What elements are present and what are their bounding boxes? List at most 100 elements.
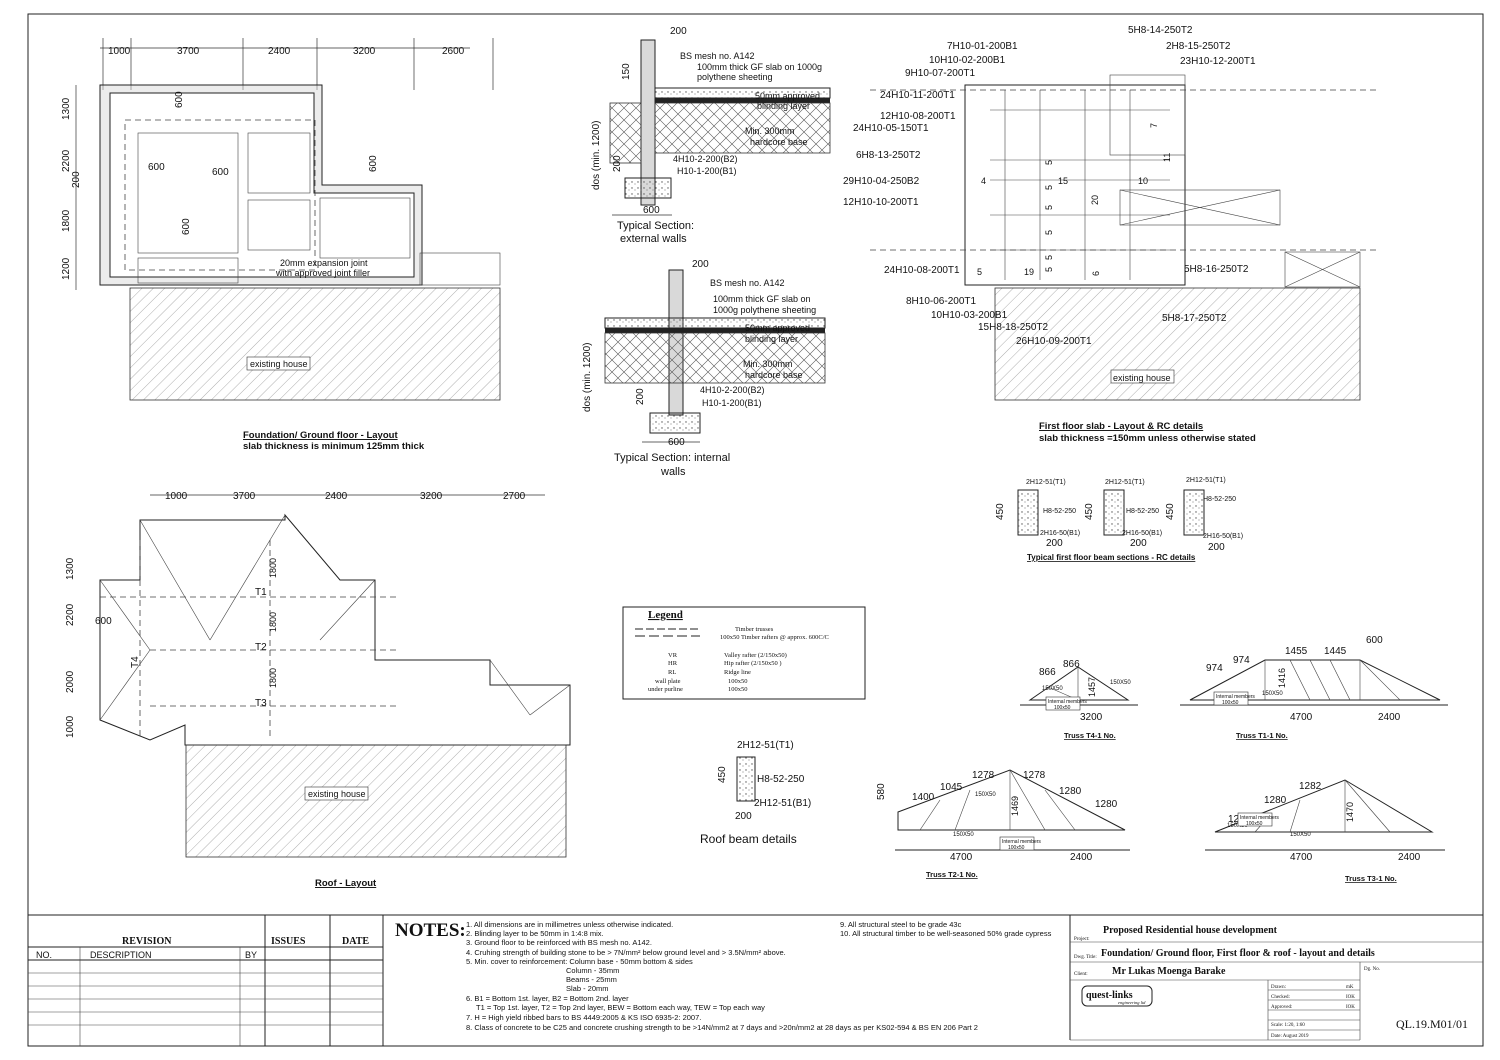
tb-revision: REVISION — [122, 936, 172, 947]
int-title-2: walls — [660, 466, 686, 478]
note-5a: Column - 35mm — [566, 966, 619, 975]
found-600-a: 600 — [174, 91, 185, 108]
beam2-top: 2H12-51(T1) — [1105, 479, 1145, 486]
roof-beam-title: Roof beam details — [700, 832, 797, 846]
roof-in-2: 1800 — [268, 612, 278, 632]
tb-col-desc: DESCRIPTION — [90, 950, 152, 960]
legend-hr-desc: Hip rafter (2/150x50 ) — [724, 660, 782, 667]
beam3-bot: 2H16-50(B1) — [1203, 533, 1243, 540]
int-dos: dos (min. 1200) — [582, 343, 593, 412]
ff-title: First floor slab - Layout & RC details — [1039, 421, 1203, 432]
t3-dim-4: 1470 — [1345, 802, 1355, 822]
foundation-title: Foundation/ Ground floor - Layout — [243, 430, 398, 441]
ff-n-4: 4 — [981, 176, 986, 186]
t3-title: Truss T3-1 No. — [1345, 874, 1397, 883]
foundation-layout: 1000 3700 2400 3200 2600 1300 2200 200 1… — [61, 38, 501, 452]
ff-bar-l12: 10H10-03-200B1 — [931, 310, 1008, 321]
roof-layout: 1000 3700 2400 3200 2700 1300 2200 2000 … — [65, 491, 571, 889]
t4-dim-5: 1457 — [1087, 677, 1097, 697]
truss-t2-mark: T2 — [255, 642, 267, 653]
t1-span-2: 2400 — [1378, 712, 1401, 723]
t2-dim-9: 150X50 — [975, 792, 996, 798]
t2-span-1: 4700 — [950, 852, 973, 863]
note-9: 9. All structural steel to be grade 43c — [840, 920, 962, 929]
ext-mesh: BS mesh no. A142 — [680, 51, 755, 61]
legend-wp-desc: 100x50 — [728, 678, 748, 685]
notes-heading: NOTES: — [395, 920, 466, 941]
roof-in-1: 1800 — [268, 558, 278, 578]
int-title-1: Typical Section: internal — [614, 452, 730, 464]
ff-bar-l11: 8H10-06-200T1 — [906, 296, 976, 307]
ff-bar-l13: 15H8-18-250T2 — [978, 322, 1048, 333]
t1-dim-6: 1416 — [1277, 668, 1287, 688]
tb-checked-v: IOK — [1346, 995, 1355, 1000]
roof-dim-1: 1000 — [165, 491, 188, 502]
roof-beam-bot: 2H12-51(B1) — [754, 798, 811, 809]
roof-dim-5: 2700 — [503, 491, 526, 502]
ff-bar-l10: 24H10-08-200T1 — [884, 265, 960, 276]
ext-bar-1: 4H10-2-200(B2) — [673, 154, 738, 164]
t1-title: Truss T1-1 No. — [1236, 731, 1288, 740]
truss-t1: 974 974 1455 1445 600 1416 150X50 Intern… — [1180, 635, 1448, 740]
ext-hardcore-1: Min. 300mm — [745, 126, 795, 136]
tb-approved-v: IOK — [1346, 1005, 1355, 1010]
found-vdim-1: 1300 — [61, 97, 72, 120]
t3-dim-3: 1282 — [1299, 781, 1322, 792]
roof-vdim-4: 1000 — [65, 715, 76, 738]
ext-bar-2: H10-1-200(B1) — [677, 166, 737, 176]
t3-dim-5: 150X50 — [1227, 823, 1248, 829]
legend-wp: wall plate — [655, 678, 681, 685]
beam-w-1: 200 — [1046, 538, 1063, 549]
note-8: 8. Class of concrete to be C25 and concr… — [466, 1023, 978, 1032]
tb-dwgno-lbl: Dg. No. — [1364, 967, 1380, 972]
t4-dim-2: 866 — [1063, 659, 1080, 670]
roof-dim-3: 2400 — [325, 491, 348, 502]
note-5b: Beams - 25mm — [566, 975, 617, 984]
ff-n-15: 15 — [1058, 176, 1068, 186]
note-10: 10. All structural timber to be well-sea… — [840, 929, 1052, 938]
note-3: 3. Ground floor to be reinforced with BS… — [466, 938, 652, 947]
roof-beam-w: 200 — [735, 811, 752, 822]
t1-dim-1: 974 — [1206, 663, 1223, 674]
t4-span: 3200 — [1080, 712, 1103, 723]
ff-n-7: 7 — [1149, 123, 1159, 128]
t1-dim-5: 600 — [1366, 635, 1383, 646]
ff-bar-l4: 24H10-11-200T1 — [880, 90, 955, 101]
t2-member-1: Internal members — [1002, 839, 1041, 845]
t4-dim-3: 150X50 — [1042, 686, 1063, 692]
found-vdim-4: 1800 — [61, 209, 72, 232]
t2-dim-6: 1280 — [1095, 799, 1118, 810]
tb-dwg-lbl: Dwg. Title: — [1074, 955, 1097, 960]
ff-existing-house: existing house — [1113, 373, 1171, 383]
note-1: 1. All dimensions are in millimetres unl… — [466, 920, 673, 929]
roof-beam-mid: H8-52-250 — [757, 774, 805, 785]
truss-t1-mark: T1 — [255, 587, 267, 598]
t2-dim-1: 1400 — [912, 792, 935, 803]
t1-dim-4: 1445 — [1324, 646, 1347, 657]
found-vdim-3: 200 — [71, 171, 82, 188]
ext-title-2: external walls — [620, 233, 687, 245]
t2-dim-3: 1278 — [972, 770, 995, 781]
beam1-bot: 2H16-50(B1) — [1040, 530, 1080, 537]
tb-drawn: Drawn: — [1271, 985, 1286, 990]
legend-rl: RL — [668, 669, 676, 676]
tb-dateval: Date: August 2019 — [1271, 1034, 1309, 1039]
ff-bar-r3: 23H10-12-200T1 — [1180, 56, 1256, 67]
int-base-dim: 200 — [635, 388, 646, 405]
legend-rl-desc: Ridge line — [724, 669, 751, 676]
int-blinding-2: blinding layer — [745, 334, 798, 344]
roof-dim-2: 3700 — [233, 491, 256, 502]
beam2-bot: 2H16-50(B1) — [1122, 530, 1162, 537]
tb-issues: ISSUES — [271, 936, 306, 947]
logo-text: quest-links — [1086, 990, 1133, 1001]
legend-title: Legend — [648, 609, 683, 621]
ff-n-5d: 5 — [1044, 267, 1054, 272]
t1-dim-3: 1455 — [1285, 646, 1308, 657]
tb-dwg-title: Foundation/ Ground floor, First floor & … — [1101, 948, 1375, 959]
ff-n-11: 11 — [1162, 153, 1172, 162]
ff-n-6: 6 — [1091, 271, 1101, 276]
int-bar-2: H10-1-200(B1) — [702, 398, 762, 408]
t4-member-1: Internal members — [1048, 699, 1087, 705]
int-width-dim: 600 — [668, 437, 685, 448]
ff-bar-r5: 5H8-17-250T2 — [1162, 313, 1227, 324]
